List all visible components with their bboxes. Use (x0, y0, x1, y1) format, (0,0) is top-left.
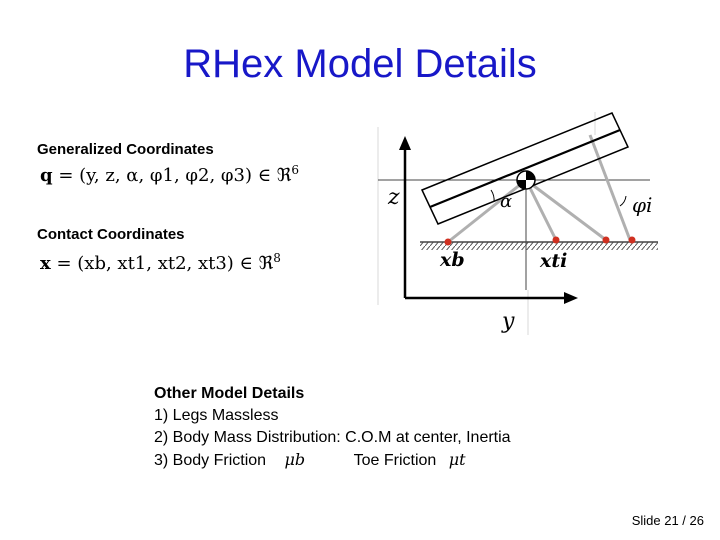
details-item-1: 1) Legs Massless (154, 407, 279, 424)
z-axis-arrow (399, 136, 411, 150)
generalized-coordinates-equation: q = (y, z, α, φ1, φ2, φ3) ∈ ℜ6 (40, 163, 299, 186)
leg-1 (447, 178, 527, 244)
body-friction-symbol: μb (284, 450, 306, 469)
toe-point-3 (628, 236, 636, 244)
toe-point-b (444, 238, 452, 246)
phi-label: φi (632, 193, 652, 217)
toe-friction-text: Toe Friction (353, 452, 437, 469)
xti-label: xti (539, 250, 567, 272)
toe-point-2 (602, 236, 610, 244)
robot-body (420, 112, 630, 225)
leg-rear (588, 134, 632, 241)
generalized-coordinates-label: Generalized Coordinates (37, 141, 214, 158)
eq-x-symbol: x (40, 253, 51, 274)
ground-hatch (420, 242, 658, 250)
eq-q-rhs: = (y, z, α, φ1, φ2, φ3) ∈ ℜ (58, 165, 292, 186)
y-axis-arrow (564, 292, 578, 304)
toe-point-1 (552, 236, 560, 244)
leg-3 (525, 178, 607, 242)
com-quadrant-2 (517, 180, 526, 189)
phi-arc (619, 195, 627, 207)
details-header: Other Model Details (154, 385, 305, 402)
body-friction-text: 3) Body Friction (154, 452, 267, 469)
slide-title: RHex Model Details (183, 42, 537, 86)
xb-label: xb (439, 249, 465, 271)
slide-number: Slide 21 / 26 (631, 513, 704, 528)
eq-q-exponent: 6 (291, 163, 300, 177)
details-item-3: 3) Body Friction μb Toe Friction μt (154, 449, 511, 472)
details-item-2: 2) Body Mass Distribution: C.O.M at cent… (154, 429, 511, 446)
contact-coordinates-label: Contact Coordinates (37, 226, 185, 243)
body-axis (429, 128, 621, 209)
eq-x-exponent: 8 (273, 251, 281, 265)
alpha-arc (490, 189, 495, 203)
z-axis-label: z (387, 185, 400, 210)
y-axis-label: y (501, 309, 515, 334)
other-model-details: Other Model Details 1) Legs Massless 2) … (154, 383, 511, 472)
eq-q-symbol: q (40, 165, 53, 186)
eq-x-rhs: = (xb, xt1, xt2, xt3) ∈ ℜ (56, 253, 274, 274)
alpha-label: α (500, 191, 512, 212)
contact-coordinates-equation: x = (xb, xt1, xt2, xt3) ∈ ℜ8 (40, 251, 281, 274)
toe-friction-symbol: μt (448, 450, 466, 469)
leg-2 (524, 179, 558, 241)
com-quadrant-1 (526, 171, 535, 180)
